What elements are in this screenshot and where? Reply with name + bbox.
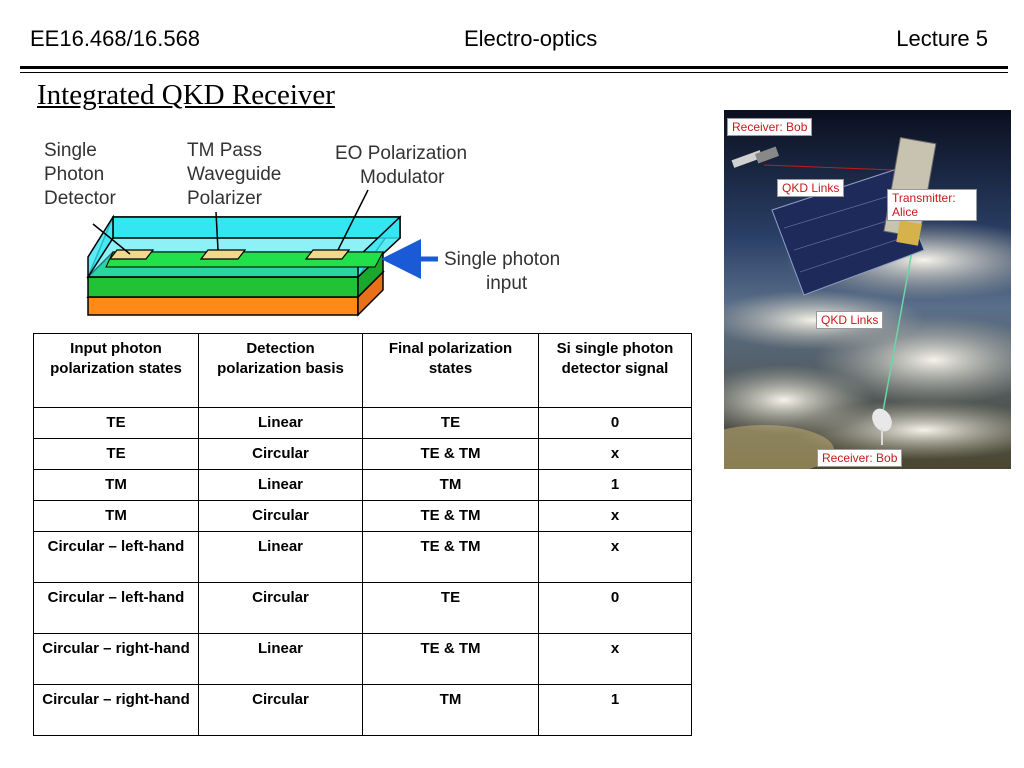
course-subject: Electro-optics	[464, 26, 598, 51]
table-row: Circular – right-hand Circular TM 1	[33, 684, 692, 736]
satellite-scene-illustration	[724, 110, 1011, 469]
modulator-pointer	[337, 189, 369, 251]
table-cell: x	[538, 531, 692, 583]
table-cell: TE & TM	[362, 633, 539, 685]
header-rule-thin	[20, 72, 1008, 73]
table-cell: TE & TM	[362, 438, 539, 470]
table-cell: 1	[538, 684, 692, 736]
column-header: Si single photon detector signal	[538, 333, 692, 408]
column-header: Final polarization states	[362, 333, 539, 408]
table-cell: Circular	[198, 438, 363, 470]
table-cell: Circular – right-hand	[33, 684, 199, 736]
table-cell: 0	[538, 407, 692, 439]
table-cell: TE & TM	[362, 500, 539, 532]
table-cell: TE & TM	[362, 531, 539, 583]
table-cell: x	[538, 438, 692, 470]
header-rule-thick	[20, 66, 1008, 69]
column-header: Input photon polarization states	[33, 333, 199, 408]
table-cell: TE	[33, 438, 199, 470]
table-cell: TM	[33, 469, 199, 501]
table-cell: Circular – left-hand	[33, 582, 199, 634]
table-cell: Linear	[198, 633, 363, 685]
qkd-receiver-device-diagram: Single Photon Detector TM Pass Waveguide…	[44, 140, 566, 317]
transmitter-alice-label: Transmitter: Alice	[887, 189, 977, 221]
table-header-row: Input photon polarization states Detecti…	[33, 333, 692, 408]
table-cell: Circular	[198, 582, 363, 634]
table-cell: Linear	[198, 531, 363, 583]
table-cell: Circular	[198, 500, 363, 532]
qkd-links-label-mid: QKD Links	[816, 311, 884, 329]
lecture-number: Lecture 5	[896, 26, 988, 51]
table-cell: Linear	[198, 407, 363, 439]
detector-pointer	[92, 223, 131, 255]
table-row: TM Linear TM 1	[33, 469, 692, 501]
column-header: Detection polarization basis	[198, 333, 363, 408]
table-cell: TE	[362, 582, 539, 634]
table-row: Circular – left-hand Circular TE 0	[33, 582, 692, 634]
polarizer-label: TM Pass Waveguide Polarizer	[187, 140, 287, 209]
slide-title: Integrated QKD Receiver	[37, 79, 335, 111]
polarization-truth-table: Input photon polarization states Detecti…	[33, 333, 692, 736]
table-cell: Circular	[198, 684, 363, 736]
table-row: Circular – left-hand Linear TE & TM x	[33, 531, 692, 583]
ground-dish-icon	[872, 408, 892, 445]
electrode-pads	[108, 249, 351, 260]
table-cell: Linear	[198, 469, 363, 501]
table-row: Circular – right-hand Linear TE & TM x	[33, 633, 692, 685]
table-cell: 0	[538, 582, 692, 634]
photon-input-label: Single photon input	[444, 249, 566, 294]
detector-label: Single Photon Detector	[44, 140, 116, 209]
course-code: EE16.468/16.568	[30, 26, 201, 51]
table-cell: TE	[362, 407, 539, 439]
qkd-links-label-top: QKD Links	[777, 179, 845, 197]
table-cell: Circular – left-hand	[33, 531, 199, 583]
receiver-satellite-icon	[731, 146, 780, 168]
table-row: TE Circular TE & TM x	[33, 438, 692, 470]
cladding-layer	[86, 214, 402, 280]
qkd-link-beam-top	[763, 164, 895, 171]
qkd-link-beam-down	[879, 239, 915, 429]
table-row: TM Circular TE & TM x	[33, 500, 692, 532]
table-cell: x	[538, 500, 692, 532]
table-cell: TM	[33, 500, 199, 532]
table-cell: TM	[362, 684, 539, 736]
satellite-qkd-photo: Receiver: Bob QKD Links Transmitter: Ali…	[724, 110, 1011, 469]
table-cell: TE	[33, 407, 199, 439]
polarizer-pointer	[215, 211, 219, 251]
table-cell: Circular – right-hand	[33, 633, 199, 685]
table-row: TE Linear TE 0	[33, 407, 692, 439]
table-cell: 1	[538, 469, 692, 501]
table-cell: TM	[362, 469, 539, 501]
receiver-bob-label-top: Receiver: Bob	[727, 118, 813, 136]
table-cell: x	[538, 633, 692, 685]
receiver-bob-label-bottom: Receiver: Bob	[817, 449, 903, 467]
modulator-label: EO Polarization Modulator	[335, 143, 472, 188]
